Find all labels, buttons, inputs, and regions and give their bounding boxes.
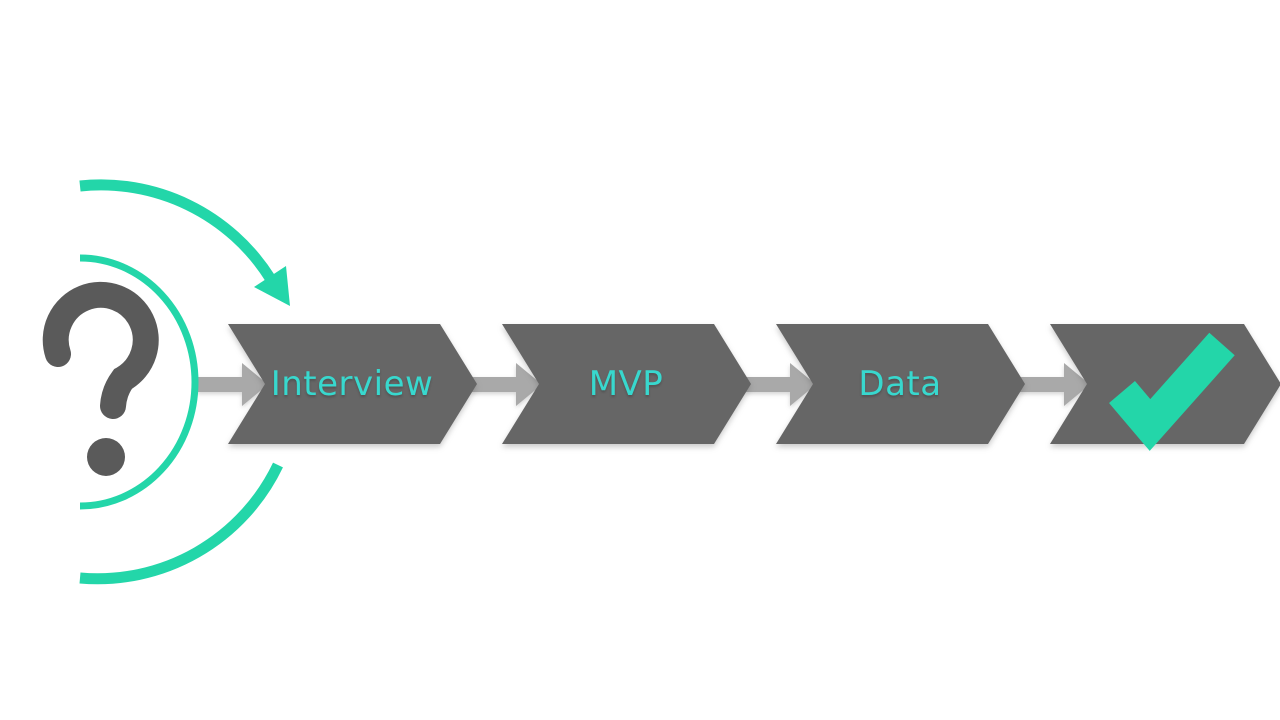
chevron-step-data: [776, 324, 1025, 444]
right-arrow-icon: [1019, 363, 1090, 406]
loop-arcs: [79, 179, 290, 585]
step-label-data: Data: [858, 364, 942, 404]
bottom-arc-icon: [79, 462, 283, 585]
curved-arrow-head-icon: [254, 266, 290, 306]
question-mark-icon: [42, 281, 159, 476]
step-label-interview: Interview: [270, 364, 434, 404]
right-arrow-icon: [745, 363, 816, 406]
chevron-step-mvp: [502, 324, 751, 444]
right-arrow-icon: [471, 363, 542, 406]
checkmark-icon: [1109, 332, 1235, 451]
inner-arc-icon: [79, 254, 199, 510]
chevron-step-interview: [228, 324, 477, 444]
flow-connectors: [197, 363, 1090, 406]
right-arrow-icon: [197, 363, 268, 406]
step-label-mvp: MVP: [588, 364, 664, 404]
curved-arrow-icon: [79, 179, 275, 281]
